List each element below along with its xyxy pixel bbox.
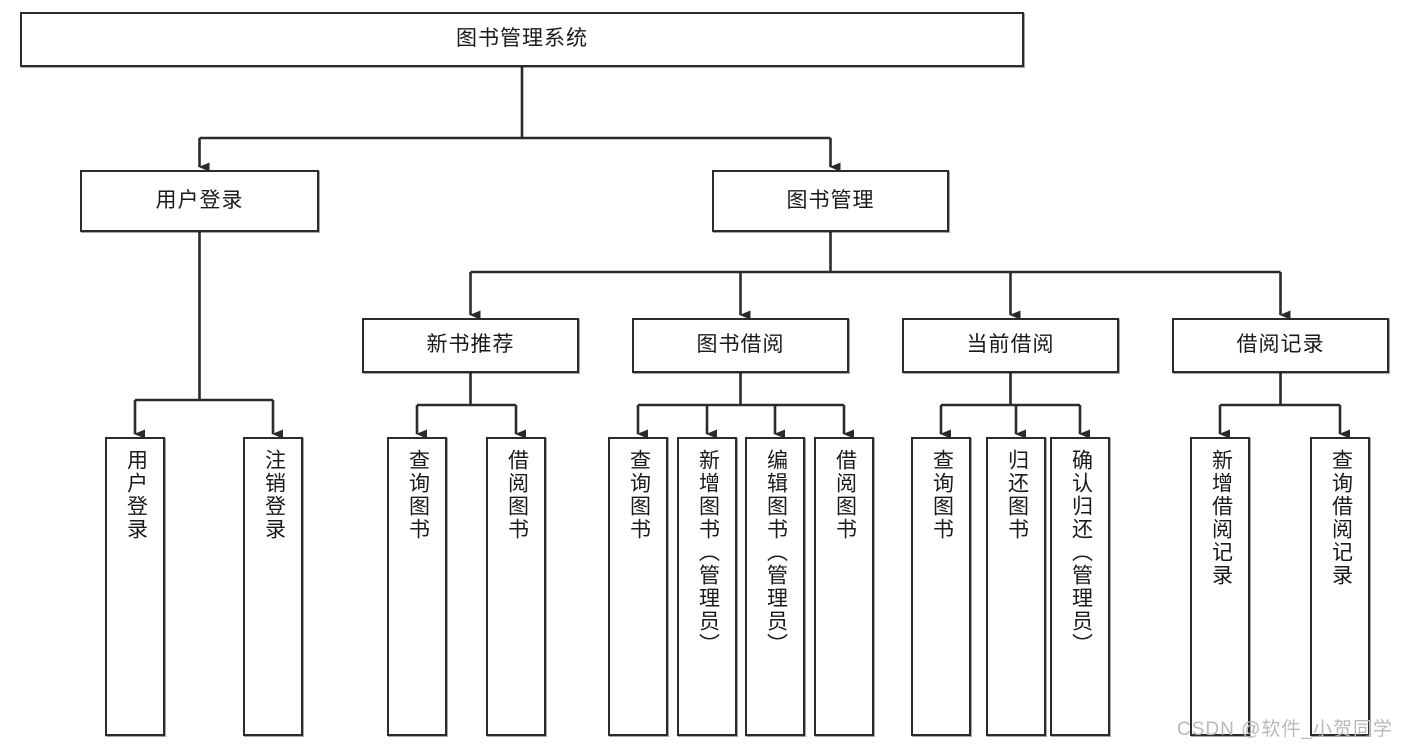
- node-leaf-logout-label: 注销登录: [262, 449, 286, 541]
- node-root-label: 图书管理系统: [456, 27, 588, 51]
- node-book-manage[interactable]: 图书管理: [712, 170, 949, 232]
- node-book-borrow-label: 图书借阅: [696, 333, 785, 357]
- node-leaf-borrow-book-2[interactable]: 借阅图书: [814, 437, 874, 736]
- node-leaf-query-book-3[interactable]: 查询图书: [911, 437, 971, 736]
- node-current-borrow[interactable]: 当前借阅: [902, 318, 1119, 373]
- node-leaf-add-record[interactable]: 新增借阅记录: [1190, 437, 1250, 736]
- node-current-borrow-label: 当前借阅: [966, 333, 1055, 357]
- node-leaf-query-book-2-label: 查询图书: [627, 449, 651, 541]
- node-new-book-recommend[interactable]: 新书推荐: [362, 318, 579, 373]
- node-leaf-query-record-label: 查询借阅记录: [1329, 449, 1353, 587]
- node-leaf-return-book-label: 归还图书: [1005, 449, 1029, 541]
- node-leaf-borrow-book-1[interactable]: 借阅图书: [486, 437, 546, 736]
- node-leaf-confirm-return-label: 确认归还（管理员）: [1069, 449, 1093, 656]
- node-leaf-query-book-2[interactable]: 查询图书: [608, 437, 668, 736]
- node-leaf-confirm-return[interactable]: 确认归还（管理员）: [1050, 437, 1110, 736]
- node-leaf-logout[interactable]: 注销登录: [243, 437, 303, 736]
- node-borrow-record[interactable]: 借阅记录: [1172, 318, 1389, 373]
- node-leaf-add-book[interactable]: 新增图书（管理员）: [677, 437, 737, 736]
- node-borrow-record-label: 借阅记录: [1236, 333, 1325, 357]
- node-leaf-user-login-label: 用户登录: [124, 449, 148, 541]
- node-root[interactable]: 图书管理系统: [20, 12, 1024, 67]
- node-leaf-borrow-book-1-label: 借阅图书: [505, 449, 529, 541]
- node-leaf-query-record[interactable]: 查询借阅记录: [1310, 437, 1370, 736]
- node-leaf-return-book[interactable]: 归还图书: [986, 437, 1046, 736]
- node-leaf-query-book-1-label: 查询图书: [406, 449, 430, 541]
- node-user-login-label: 用户登录: [155, 188, 244, 212]
- node-leaf-borrow-book-2-label: 借阅图书: [833, 449, 857, 541]
- node-leaf-edit-book[interactable]: 编辑图书（管理员）: [745, 437, 805, 736]
- node-leaf-query-book-1[interactable]: 查询图书: [387, 437, 447, 736]
- node-leaf-add-record-label: 新增借阅记录: [1209, 449, 1233, 587]
- node-leaf-edit-book-label: 编辑图书（管理员）: [764, 449, 788, 656]
- node-new-book-recommend-label: 新书推荐: [426, 333, 515, 357]
- node-book-manage-label: 图书管理: [786, 188, 875, 212]
- node-leaf-user-login[interactable]: 用户登录: [105, 437, 165, 736]
- node-leaf-add-book-label: 新增图书（管理员）: [696, 449, 720, 656]
- node-book-borrow[interactable]: 图书借阅: [632, 318, 849, 373]
- node-leaf-query-book-3-label: 查询图书: [930, 449, 954, 541]
- node-user-login[interactable]: 用户登录: [80, 170, 319, 232]
